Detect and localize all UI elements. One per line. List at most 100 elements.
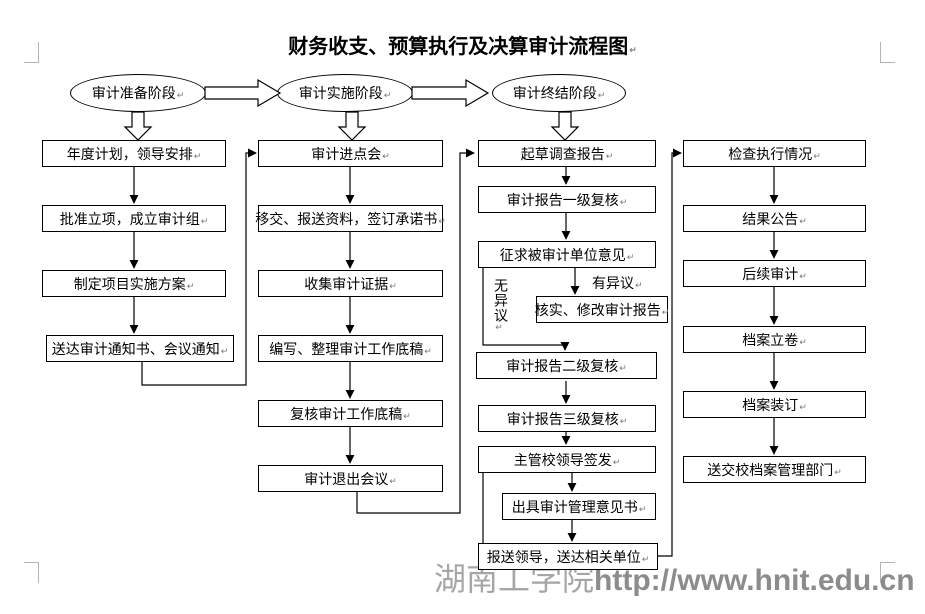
flow-box-label: 审计进点会↵ <box>311 147 390 163</box>
paragraph-return-mark: ↵ <box>494 323 504 334</box>
flow-box-verify-modify-report: 核实、修改审计报告↵ <box>534 296 670 323</box>
branch-label-no-objection: 无异议↵ <box>492 278 507 334</box>
paragraph-return-mark: ↵ <box>383 91 392 101</box>
right-block-arrow-icon <box>411 78 490 108</box>
paragraph-return-mark: ↵ <box>834 467 842 478</box>
flow-box-label: 审计退出会议↵ <box>304 472 397 488</box>
flow-box-label: 审计报告二级复核↵ <box>506 359 627 375</box>
paragraph-return-mark: ↵ <box>799 402 807 413</box>
stage-ellipse-conclusion: 审计终结阶段↵ <box>492 74 626 112</box>
flow-box-third-review: 审计报告三级复核↵ <box>478 405 656 432</box>
flow-box-annual-plan: 年度计划，领导安排↵ <box>42 140 226 167</box>
paragraph-return-mark: ↵ <box>612 457 621 468</box>
flow-box-second-review: 审计报告二级复核↵ <box>476 352 657 379</box>
paragraph-return-mark: ↵ <box>403 411 411 422</box>
stage-label: 审计终结阶段↵ <box>512 87 606 102</box>
flow-box-submit-to-leaders: 报送领导，送达相关单位↵ <box>478 543 658 570</box>
down-block-arrow-icon <box>123 111 153 141</box>
flow-box-label: 送达审计通知书、会议通知↵ <box>51 342 229 358</box>
flow-box-implementation-plan: 制定项目实施方案↵ <box>42 270 226 297</box>
flow-box-label: 批准立项，成立审计组↵ <box>59 212 209 228</box>
paragraph-return-mark: ↵ <box>635 281 643 291</box>
stage-label: 审计准备阶段↵ <box>91 87 185 102</box>
page-title: 财务收支、预算执行及决算审计流程图↵ <box>288 36 637 58</box>
flow-box-label: 年度计划，领导安排↵ <box>66 147 202 163</box>
flow-box-label: 主管校领导签发↵ <box>513 453 621 469</box>
flow-box-archive-binding: 档案装订↵ <box>683 391 866 418</box>
down-block-arrow-icon <box>550 111 580 141</box>
paragraph-return-mark: ↵ <box>799 271 807 282</box>
margin-mark-top-left <box>24 42 39 63</box>
flow-box-label: 征求被审计单位意见↵ <box>499 248 635 264</box>
flow-box-entry-meeting: 审计进点会↵ <box>258 140 443 167</box>
flow-box-announce-results: 结果公告↵ <box>683 205 866 232</box>
margin-mark-bottom-right <box>880 562 895 583</box>
paragraph-return-mark: ↵ <box>193 151 202 162</box>
flow-box-label: 起草调查报告↵ <box>520 147 614 163</box>
flow-box-followup-audit: 后续审计↵ <box>683 260 866 287</box>
flow-box-first-review: 审计报告一级复核↵ <box>478 186 656 213</box>
flow-box-label: 送交校档案管理部门↵ <box>707 463 842 479</box>
flow-box-prepare-workpapers: 编写、整理审计工作底稿↵ <box>258 335 443 362</box>
paragraph-return-mark: ↵ <box>424 346 432 357</box>
paragraph-return-mark: ↵ <box>661 307 670 318</box>
paragraph-return-mark: ↵ <box>438 216 446 227</box>
paragraph-return-mark: ↵ <box>389 281 397 292</box>
flow-box-label: 复核审计工作底稿↵ <box>290 407 411 423</box>
flow-box-label: 后续审计↵ <box>742 267 807 283</box>
flow-box-deliver-notice: 送达审计通知书、会议通知↵ <box>46 335 234 362</box>
paragraph-return-mark: ↵ <box>619 197 628 208</box>
flow-box-draft-report: 起草调查报告↵ <box>478 140 656 167</box>
flow-box-send-to-archive-dept: 送交校档案管理部门↵ <box>683 456 866 483</box>
flow-box-issue-opinion-letter: 出具审计管理意见书↵ <box>502 493 656 520</box>
flow-box-exit-meeting: 审计退出会议↵ <box>258 465 443 492</box>
flow-box-review-workpapers: 复核审计工作底稿↵ <box>258 400 443 427</box>
flow-box-label: 制定项目实施方案↵ <box>73 277 195 293</box>
paragraph-return-mark: ↵ <box>619 416 628 427</box>
flow-box-label: 检查执行情况↵ <box>728 147 821 163</box>
paragraph-return-mark: ↵ <box>220 346 229 357</box>
flow-box-file-archiving: 档案立卷↵ <box>683 326 866 353</box>
paragraph-return-mark: ↵ <box>186 281 195 292</box>
paragraph-return-mark: ↵ <box>626 252 635 263</box>
paragraph-return-mark: ↵ <box>799 216 807 227</box>
flow-box-check-execution: 检查执行情况↵ <box>683 140 866 167</box>
flow-box-label: 审计报告三级复核↵ <box>506 412 628 428</box>
paragraph-return-mark: ↵ <box>813 151 821 162</box>
flow-box-label: 档案立卷↵ <box>742 333 807 349</box>
paragraph-return-mark: ↵ <box>629 46 637 56</box>
paragraph-return-mark: ↵ <box>638 504 647 515</box>
right-block-arrow-icon <box>204 78 282 108</box>
paragraph-return-mark: ↵ <box>641 554 650 565</box>
flow-box-label: 移交、报送资料，签订承诺书↵ <box>255 212 446 228</box>
paragraph-return-mark: ↵ <box>605 151 614 162</box>
paragraph-return-mark: ↵ <box>200 216 209 227</box>
paragraph-return-mark: ↵ <box>176 91 185 101</box>
flow-box-label: 档案装订↵ <box>742 398 807 414</box>
flow-box-handover-materials: 移交、报送资料，签订承诺书↵ <box>255 205 446 232</box>
flow-box-label: 编写、整理审计工作底稿↵ <box>269 342 432 358</box>
flow-box-label: 审计报告一级复核↵ <box>506 193 628 209</box>
paragraph-return-mark: ↵ <box>619 363 627 374</box>
margin-mark-top-right <box>880 42 895 63</box>
stage-block-arrows <box>123 78 580 141</box>
flow-box-solicit-opinions: 征求被审计单位意见↵ <box>478 241 656 268</box>
paragraph-return-mark: ↵ <box>389 476 397 487</box>
flow-box-label: 出具审计管理意见书↵ <box>511 500 647 516</box>
paragraph-return-mark: ↵ <box>597 91 606 101</box>
paragraph-return-mark: ↵ <box>382 151 390 162</box>
flow-box-label: 结果公告↵ <box>742 212 807 228</box>
flow-box-label: 核实、修改审计报告↵ <box>534 303 670 319</box>
flow-box-leader-signoff: 主管校领导签发↵ <box>478 446 656 473</box>
margin-mark-bottom-left <box>24 562 39 583</box>
flow-box-approve-project: 批准立项，成立审计组↵ <box>42 205 226 232</box>
stage-label: 审计实施阶段↵ <box>298 87 392 102</box>
paragraph-return-mark: ↵ <box>799 337 807 348</box>
branch-label-objection: 有异议↵ <box>592 277 643 292</box>
stage-ellipse-implementation: 审计实施阶段↵ <box>277 74 413 112</box>
down-block-arrow-icon <box>337 111 367 141</box>
flow-box-label: 收集审计证据↵ <box>304 277 397 293</box>
flow-box-collect-evidence: 收集审计证据↵ <box>258 270 443 297</box>
